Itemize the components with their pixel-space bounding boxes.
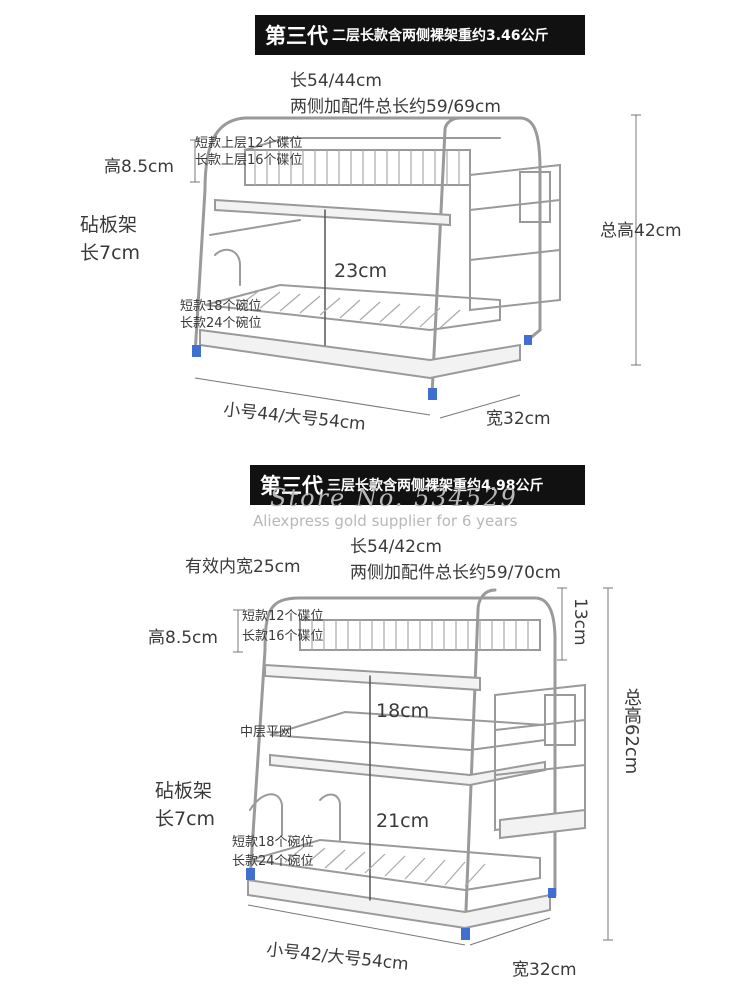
- top-height-label: 高8.5cm: [104, 157, 174, 177]
- bottom-height-label: 高8.5cm: [148, 628, 218, 648]
- top-banner: 第三代 二层长款含两侧裸架重约3.46公斤: [255, 15, 585, 55]
- top-board-length-label: 长7cm: [80, 242, 141, 264]
- bottom-inner-width-label: 有效内宽25cm: [185, 557, 301, 577]
- supplier-watermark: Aliexpress gold supplier for 6 years: [253, 512, 518, 530]
- top-upper-short-label: 短款上层12个碟位: [195, 136, 303, 151]
- top-board-label: 砧板架: [80, 214, 138, 236]
- bottom-total-length-label: 两侧加配件总长约59/70cm: [350, 563, 561, 583]
- bottom-lower-long-label: 长款24个碗位: [232, 854, 314, 869]
- bottom-low-gap-label: 21cm: [376, 810, 430, 832]
- top-middle-gap-label: 23cm: [334, 260, 388, 282]
- bottom-middle-net-label: 中层平网: [240, 725, 293, 740]
- store-watermark: Store No. 534529: [270, 484, 518, 512]
- bottom-board-length-label: 长7cm: [155, 808, 216, 830]
- bottom-top-gap-label: 13cm: [570, 598, 590, 646]
- top-total-height-label: 总高42cm: [600, 221, 682, 241]
- bottom-width-label: 宽32cm: [512, 960, 577, 980]
- top-upper-long-label: 长款上层16个碟位: [195, 153, 303, 168]
- bottom-banner: 第三代 三层长款含两侧裸架重约4.98公斤: [250, 465, 585, 505]
- top-length-label: 长54/44cm: [290, 71, 382, 91]
- bottom-banner-subtitle: 三层长款含两侧裸架重约4.98公斤: [327, 478, 544, 494]
- bottom-upper-long-label: 长款16个碟位: [242, 629, 324, 644]
- bottom-lower-short-label: 短款18个碗位: [232, 835, 314, 850]
- top-banner-title: 第三代: [265, 24, 328, 48]
- top-lower-short-label: 短款18个碗位: [180, 299, 262, 314]
- bottom-upper-short-label: 短款12个碟位: [242, 609, 324, 624]
- top-width-label: 宽32cm: [486, 409, 551, 429]
- top-total-length-label: 两侧加配件总长约59/69cm: [290, 97, 501, 117]
- bottom-total-height-label: 总高62cm: [621, 688, 642, 775]
- bottom-length-label: 长54/42cm: [350, 537, 442, 557]
- bottom-banner-title: 第三代: [260, 474, 323, 498]
- top-lower-long-label: 长款24个碗位: [180, 316, 262, 331]
- bottom-board-label: 砧板架: [155, 780, 213, 802]
- top-banner-subtitle: 二层长款含两侧裸架重约3.46公斤: [332, 28, 549, 44]
- bottom-middle-gap-label: 18cm: [376, 700, 430, 722]
